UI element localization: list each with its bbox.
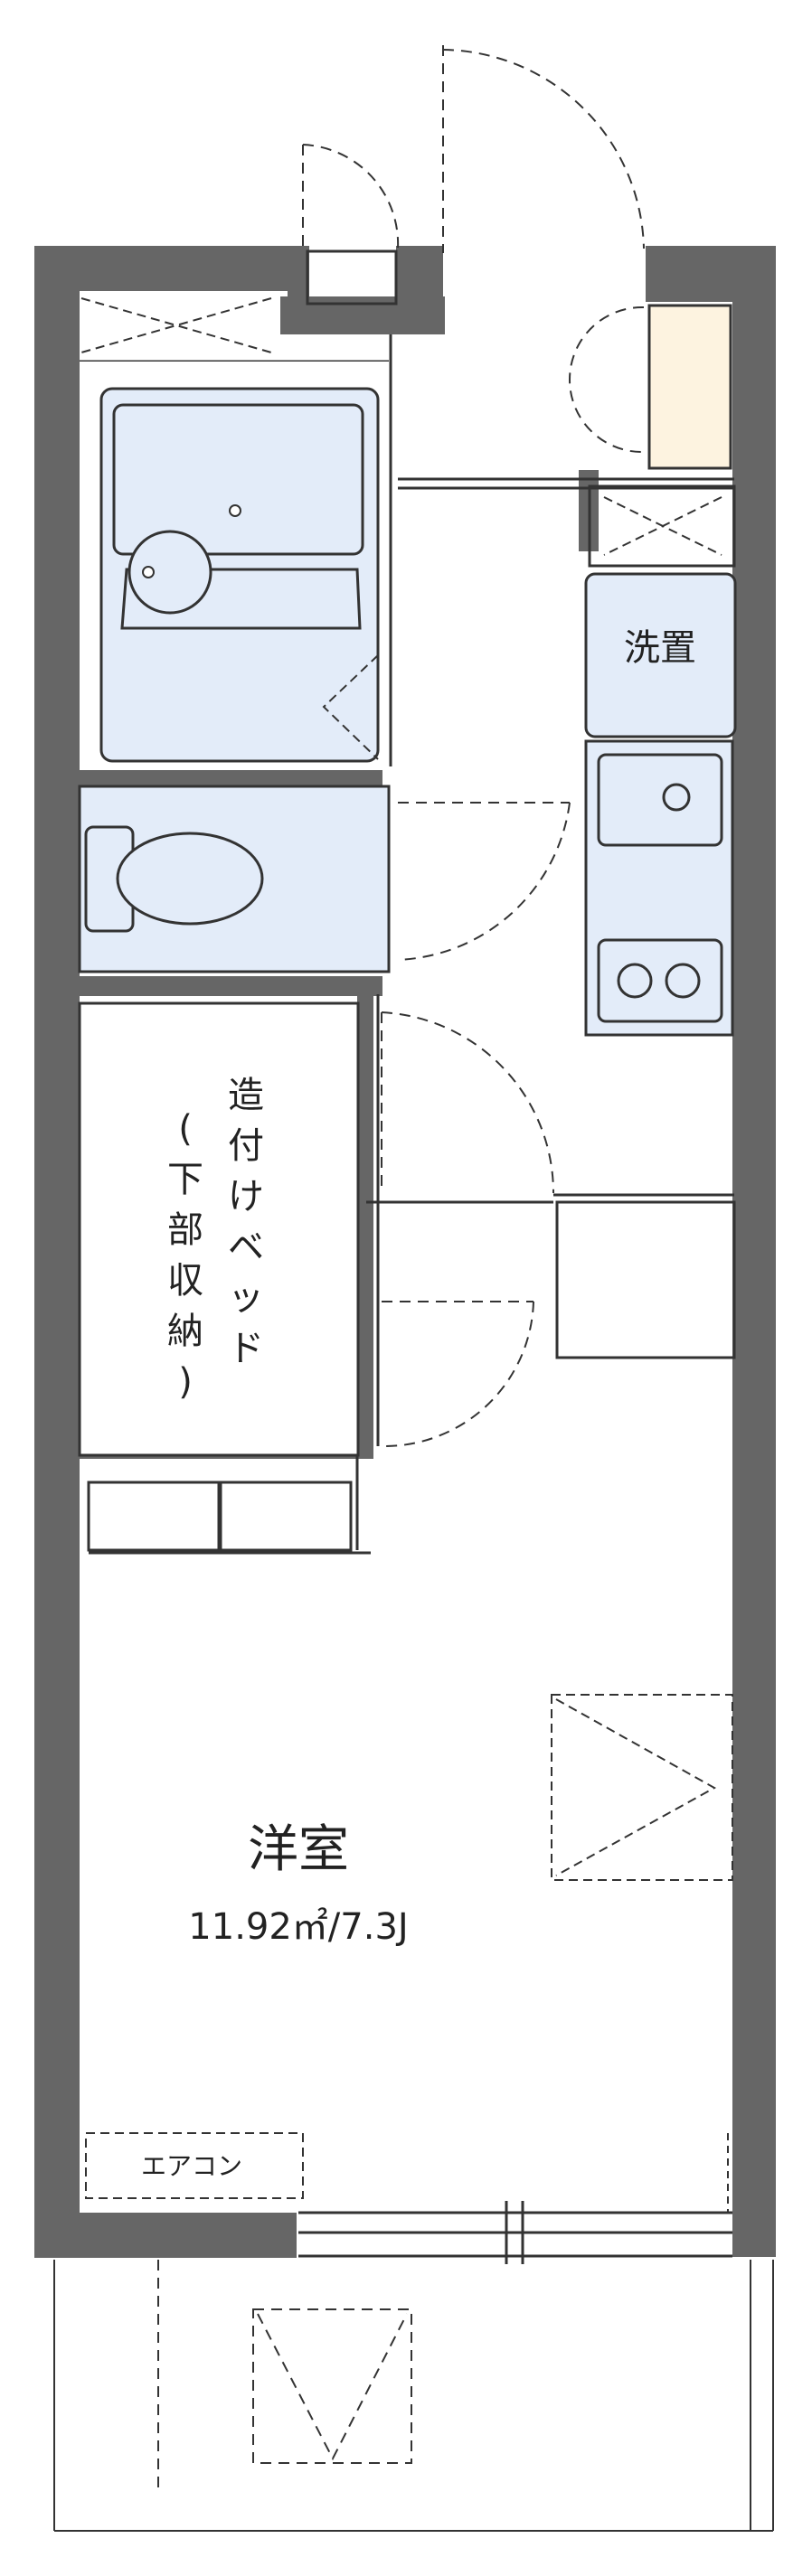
bed-storage-char: ベ (228, 1227, 264, 1268)
built-in-shelf (87, 1481, 371, 1555)
bed-storage-char: 納 (167, 1311, 203, 1352)
entrance-box (306, 249, 398, 306)
outer-walls (34, 246, 776, 2258)
closet-door-marker (551, 1694, 733, 1881)
toilet (78, 785, 391, 973)
shoe-storage (647, 304, 732, 470)
room-area-label: 11.92㎡/7.3J (188, 1906, 408, 1948)
bed-storage-char: ッ (228, 1277, 264, 1319)
kitchen (584, 739, 734, 1037)
bed-storage-char: ( (178, 1108, 193, 1150)
aircon-marker (85, 2132, 304, 2199)
bed-storage-char: ) (178, 1361, 193, 1403)
washer-label: 洗置 (624, 627, 696, 669)
balcony (53, 2260, 774, 2532)
bed-storage (78, 1001, 360, 1457)
aircon-label: エアコン (141, 2151, 242, 2181)
bed-storage-char: け (228, 1176, 264, 1217)
bed-storage-char: 収 (167, 1260, 203, 1302)
bed-storage-char: 部 (167, 1209, 203, 1251)
toilet-door (397, 802, 571, 961)
bed-storage-char: 付 (228, 1125, 264, 1167)
bed-storage-char: ド (228, 1328, 264, 1369)
balcony-window (298, 2201, 732, 2264)
bath-unit (80, 362, 389, 770)
bed-storage-char: 下 (167, 1159, 203, 1200)
washer-label-group: 洗置 (624, 627, 696, 669)
bed-storage-char: 造 (228, 1075, 264, 1116)
hall-closet (588, 484, 736, 568)
room-name-label: 洋室 (248, 1820, 349, 1879)
room-label: 洋室 11.92㎡/7.3J (188, 1820, 408, 1948)
room-door (381, 1301, 534, 1448)
washer-space (584, 572, 737, 738)
interior-lines (355, 334, 736, 1550)
hall-door (381, 1011, 555, 1194)
aircon-label-group: エアコン (141, 2151, 242, 2181)
entrance-doors (302, 45, 645, 454)
